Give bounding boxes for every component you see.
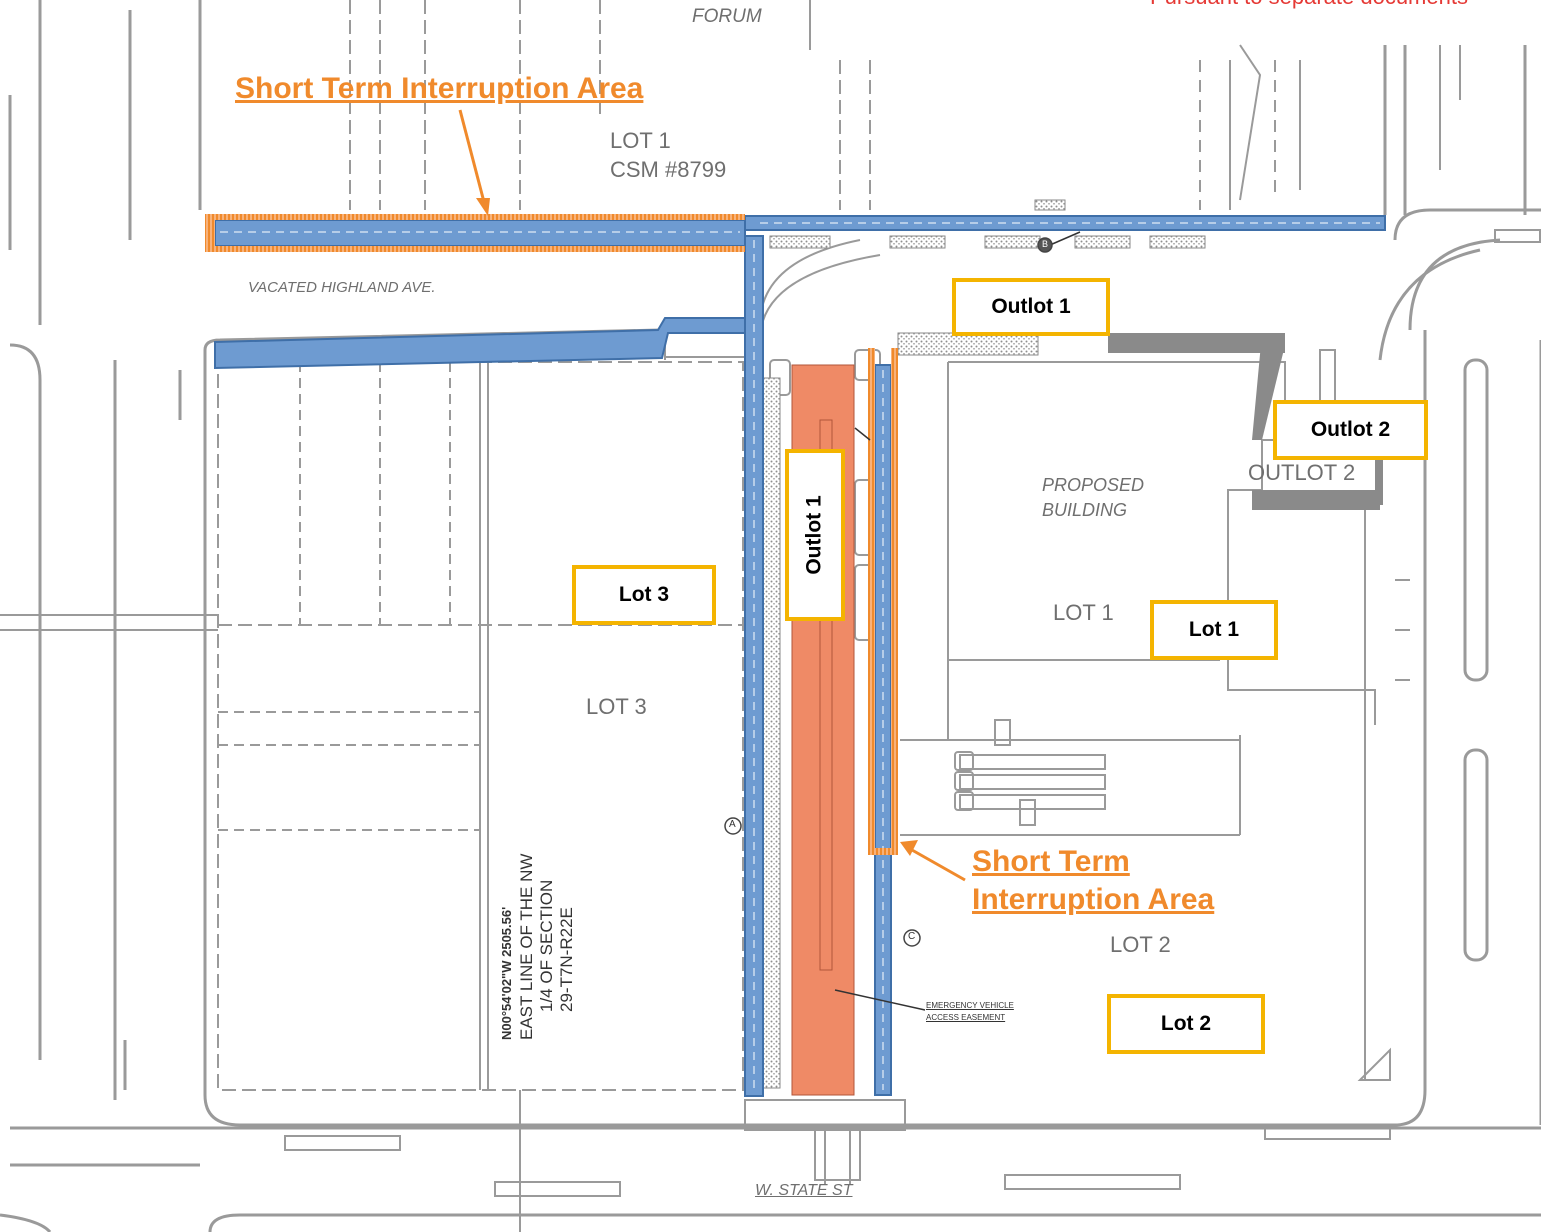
survey-line-quarter: 1/4 OF SECTION [537,879,556,1012]
survey-bearing-block: N00°54'02"W 2505.56' EAST LINE OF THE NW… [497,854,577,1040]
label-emergency-line2: ACCESS EASEMENT [926,1013,1006,1022]
street-forum: FORUM [692,6,762,27]
box-lot-1: Lot 1 [1150,600,1278,660]
street-w-state-st: W. STATE ST [755,1182,853,1199]
outlot-dark-edges [1108,333,1383,510]
marker-c-label: C [908,931,916,942]
easement-dashes [220,222,1380,1090]
label-emergency-line1: EMERGENCY VEHICLE [926,1001,1014,1010]
survey-line-east: EAST LINE OF THE NW [517,853,536,1040]
marker-b-label: B [1042,239,1049,249]
label-proposed-building-line1: PROPOSED [1042,475,1145,495]
callout-short-term-bottom-line1: Short Term [972,845,1130,878]
label-outlot-2-plat: OUTLOT 2 [1248,460,1356,485]
label-lot-3: LOT 3 [586,694,647,719]
marker-a-label: A [729,819,736,830]
top-right-note: Pursuant to separate documents [1150,0,1468,10]
box-lot-2: Lot 2 [1107,994,1265,1054]
label-lot1-csm-line2: CSM #8799 [610,157,727,182]
utility-easements [214,215,1386,1097]
survey-line-township: 29-T7N-R22E [557,907,576,1012]
callout-short-term-top: Short Term Interruption Area [235,72,644,105]
survey-markers [724,237,1053,947]
label-proposed-building-line2: BUILDING [1042,500,1128,520]
callout-short-term-bottom-line2: Interruption Area [972,883,1215,916]
box-outlot-1-top: Outlot 1 [952,278,1110,336]
box-lot-3: Lot 3 [572,565,716,625]
box-outlot-1-vertical-text: Outlot 1 [803,495,827,575]
label-lot-2: LOT 2 [1110,932,1171,957]
survey-line-bearing: N00°54'02"W 2505.56' [499,906,514,1040]
street-vacated-highland: VACATED HIGHLAND AVE. [248,279,436,296]
leader-lines [834,231,1081,1011]
label-lot-1: LOT 1 [1053,600,1114,625]
callout-arrows [458,109,966,882]
interruption-area-hatch [205,214,898,855]
box-outlot-2: Outlot 2 [1273,400,1428,460]
label-lot1-csm-line1: LOT 1 [610,128,671,153]
box-outlot-1-vertical: Outlot 1 [785,449,845,621]
